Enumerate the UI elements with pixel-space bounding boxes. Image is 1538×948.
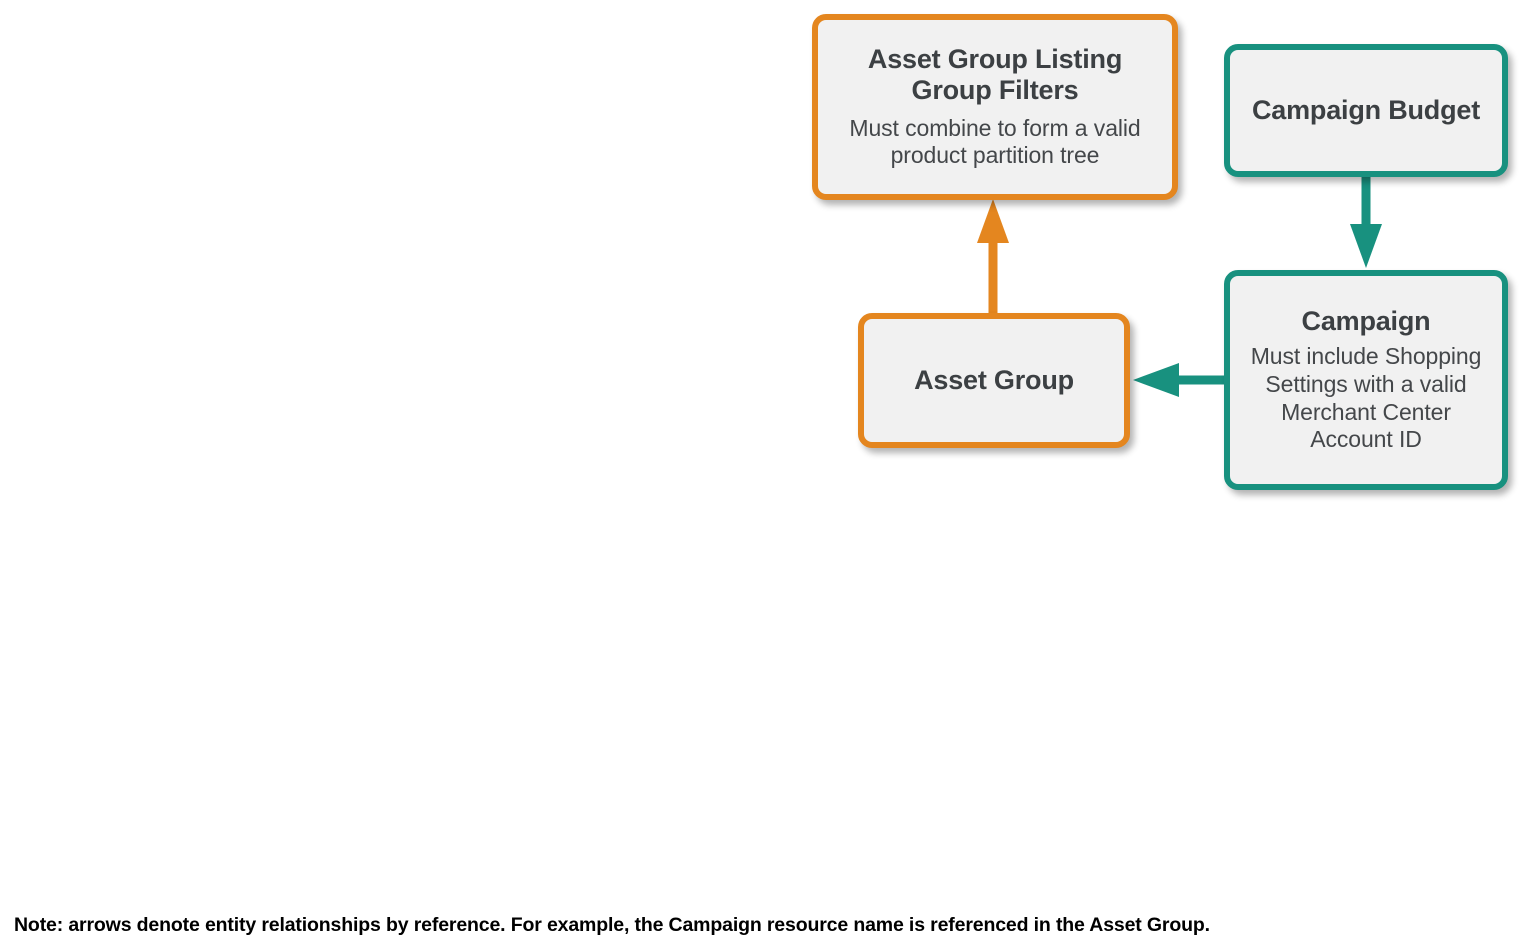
- node-title: Asset Group Listing Group Filters: [867, 44, 1123, 106]
- node-description: Must include Shopping Settings with a va…: [1250, 343, 1482, 453]
- node-campaign[interactable]: Campaign Must include Shopping Settings …: [1224, 270, 1508, 490]
- edge-campaign-budget-to-campaign: [1350, 176, 1382, 268]
- edge-asset-group-to-filters: [977, 199, 1009, 316]
- edge-campaign-to-asset-group-arrowhead: [1133, 363, 1179, 397]
- edge-campaign-to-asset-group: [1133, 363, 1226, 397]
- edge-campaign-budget-to-campaign-arrowhead: [1350, 224, 1382, 268]
- node-campaign-budget[interactable]: Campaign Budget: [1224, 44, 1508, 177]
- node-asset-group-listing-group-filters[interactable]: Asset Group Listing Group Filters Must c…: [812, 14, 1178, 200]
- diagram-note: Note: arrows denote entity relationships…: [14, 914, 1210, 936]
- node-title: Asset Group: [914, 364, 1074, 395]
- node-title: Campaign: [1301, 306, 1431, 337]
- node-asset-group[interactable]: Asset Group: [858, 313, 1130, 448]
- edge-asset-group-to-filters-arrowhead: [977, 199, 1009, 243]
- node-description: Must combine to form a valid product par…: [849, 114, 1141, 169]
- node-title: Campaign Budget: [1251, 94, 1480, 125]
